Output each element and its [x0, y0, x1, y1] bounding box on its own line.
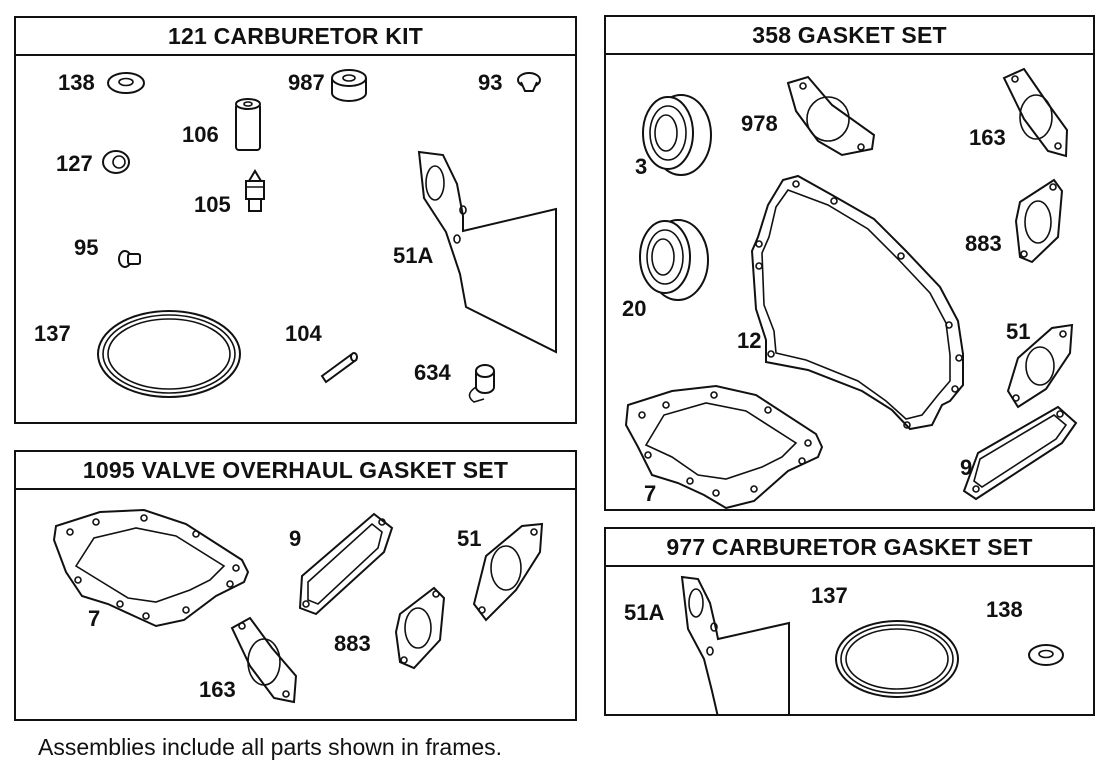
frame-title: 977 CARBURETOR GASKET SET	[606, 529, 1093, 567]
label-634: 634	[414, 360, 451, 385]
label-51: 51	[457, 526, 482, 551]
part-20-seal	[639, 219, 709, 301]
label-12: 12	[737, 328, 762, 353]
part-106-cylinder	[235, 98, 261, 151]
label-51: 51	[1006, 319, 1031, 344]
label-104: 104	[285, 321, 322, 346]
part-7-head-gasket	[624, 384, 824, 509]
label-883: 883	[334, 631, 371, 656]
part-978-gasket	[786, 75, 876, 157]
label-106: 106	[182, 122, 219, 147]
label-137: 137	[34, 321, 71, 346]
carb-gasket-set-parts	[680, 575, 1064, 714]
frame-title: 1095 VALVE OVERHAUL GASKET SET	[16, 452, 575, 490]
frame-valve-overhaul-gasket-set: 1095 VALVE OVERHAUL GASKET SET	[14, 450, 577, 721]
frame-title: 358 GASKET SET	[606, 17, 1093, 55]
label-9: 9	[289, 526, 302, 551]
label-7: 7	[644, 481, 657, 506]
frame-body: 3 978 163 883 20 12 51 7 9	[606, 55, 1093, 509]
part-137-o-ring	[97, 310, 241, 398]
part-163-gasket	[230, 616, 298, 704]
part-634-clip	[468, 364, 495, 403]
label-163: 163	[199, 677, 236, 702]
label-105: 105	[194, 192, 231, 217]
frame-gasket-set: 358 GASKET SET	[604, 15, 1095, 511]
label-20: 20	[622, 296, 647, 321]
part-51a-gasket	[680, 575, 790, 714]
part-51a-gasket	[417, 150, 557, 354]
carburetor-kit-parts	[97, 69, 557, 403]
label-127: 127	[56, 151, 93, 176]
frame-body: 51A 137 138	[606, 567, 1093, 714]
part-883-gasket	[394, 586, 446, 670]
part-105-needle	[245, 169, 265, 212]
label-9: 9	[960, 455, 973, 480]
part-137-o-ring	[835, 620, 959, 698]
label-51a: 51A	[624, 600, 665, 625]
part-51-gasket	[1006, 323, 1074, 409]
label-7: 7	[88, 606, 101, 631]
part-883-gasket	[1014, 178, 1064, 264]
label-95: 95	[74, 235, 99, 260]
label-138: 138	[986, 597, 1023, 622]
part-95-screw	[118, 250, 141, 268]
part-9-rocker-gasket	[298, 512, 394, 616]
part-12-crankcase-gasket	[750, 174, 964, 431]
part-7-head-gasket	[52, 508, 250, 628]
part-163-gasket	[1002, 67, 1069, 158]
label-137: 137	[811, 583, 848, 608]
part-9-rocker-gasket	[962, 405, 1078, 501]
frame-body: 7 9 51 883 163	[16, 490, 575, 719]
part-138-washer	[1028, 644, 1064, 666]
label-987: 987	[288, 70, 325, 95]
frame-title: 121 CARBURETOR KIT	[16, 18, 575, 56]
part-138-washer	[107, 72, 145, 94]
label-138: 138	[58, 70, 95, 95]
frame-carburetor-kit: 121 CARBURETOR KIT	[14, 16, 577, 424]
label-93: 93	[478, 70, 503, 95]
part-51-gasket	[472, 522, 544, 622]
frame-carburetor-gasket-set: 977 CARBURETOR GASKET SET 51A 137	[604, 527, 1095, 716]
frame-body: 138 987 93 106 127 105 95 51A 137 104 63…	[16, 56, 575, 422]
part-93-plug	[517, 72, 541, 92]
valve-set-parts	[52, 508, 544, 704]
label-3: 3	[635, 154, 648, 179]
part-104-pin	[320, 352, 358, 384]
label-163: 163	[969, 125, 1006, 150]
part-127-seat	[102, 150, 130, 174]
part-987-spacer	[331, 69, 367, 102]
label-978: 978	[741, 111, 778, 136]
footer-note: Assemblies include all parts shown in fr…	[38, 734, 503, 760]
label-883: 883	[965, 231, 1002, 256]
part-3-seal	[642, 94, 712, 176]
label-51a: 51A	[393, 243, 434, 268]
gasket-set-parts	[624, 67, 1078, 509]
